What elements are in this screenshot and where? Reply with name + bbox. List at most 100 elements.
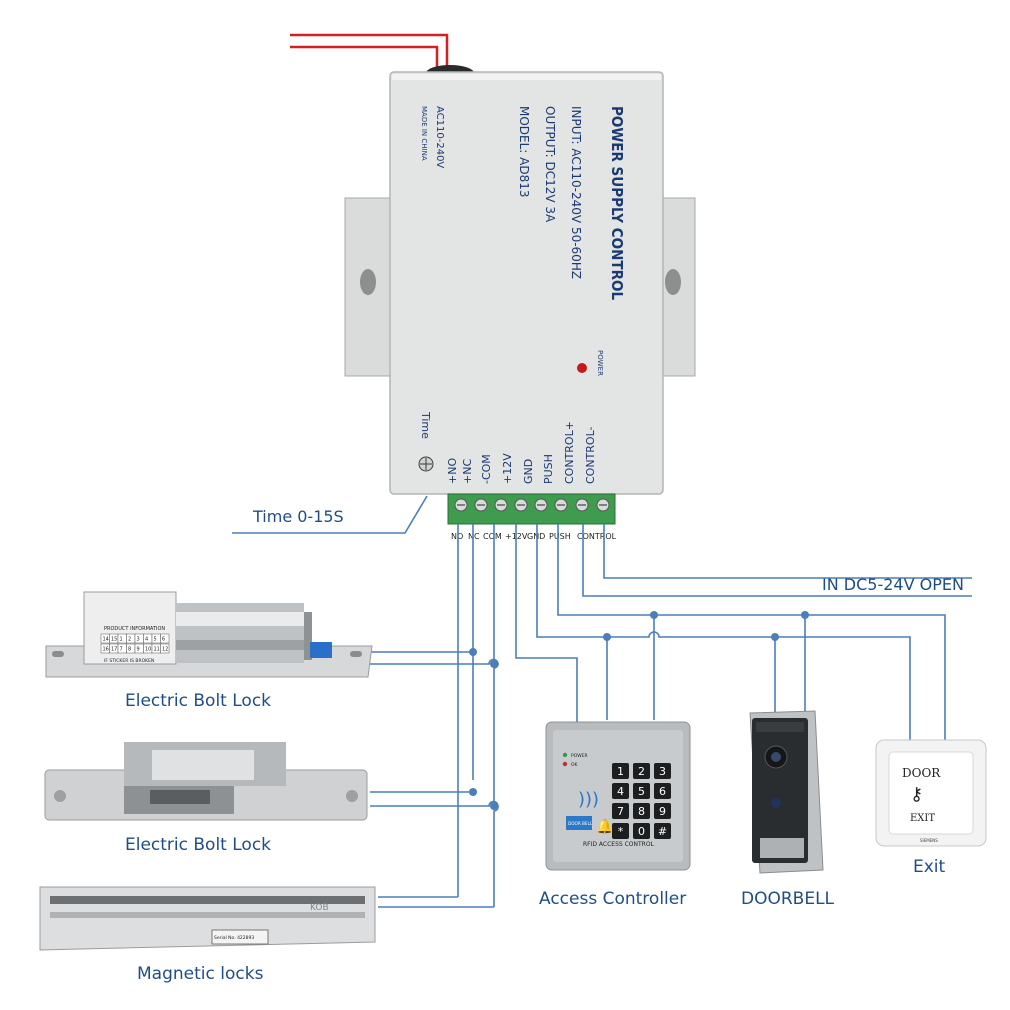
exit-brand: SIEMENS <box>920 838 938 843</box>
keypad-key-label: 6 <box>659 785 666 798</box>
doorbell-unit <box>749 710 824 874</box>
terminal-label: GND <box>527 532 545 541</box>
sticker-cell: 3 <box>137 637 140 643</box>
terminal-screws <box>454 498 610 512</box>
keypad-key[interactable] <box>633 763 650 779</box>
junction-dot <box>490 660 498 668</box>
terminal-legend-item: CONTROL+ <box>563 421 576 484</box>
keypad-key[interactable] <box>612 823 629 839</box>
terminal-legend-item: +12V <box>501 453 514 484</box>
supply-output: OUTPUT: DC12V 3A <box>543 106 557 223</box>
sticker-cell: 14 <box>103 637 109 643</box>
doorbell-key[interactable] <box>566 816 592 830</box>
exit-button: DOOR ⚷ EXIT SIEMENS <box>875 739 987 847</box>
supply-voltage-note: AC110-240V <box>434 106 445 168</box>
terminal-legend-item: PUSH <box>542 454 555 484</box>
terminal-legend-item: +NO <box>446 458 459 484</box>
terminal-legend-item: CONTROL- <box>584 426 597 484</box>
keypad-key-label: # <box>658 825 667 838</box>
keypad-key-label: 4 <box>617 785 624 798</box>
keypad-key-label: * <box>618 825 624 838</box>
sticker-cell: 4 <box>145 637 148 643</box>
magnetic-brand: KOB <box>310 903 329 913</box>
exit-door-label: DOOR <box>902 766 941 780</box>
keypad-key[interactable] <box>654 823 671 839</box>
doorbell-key-label: DOOR BELL <box>568 821 593 826</box>
exit-label: Exit <box>913 857 946 877</box>
keypad-key[interactable] <box>612 803 629 819</box>
terminal-legend-item: GND <box>522 459 535 484</box>
keyhole-slot <box>665 269 681 295</box>
key-icon: ⚷ <box>910 784 923 805</box>
junction-dot <box>469 648 477 656</box>
magnetic-lock-label: Magnetic locks <box>137 964 264 984</box>
power-supply-unit: POWER SUPPLY CONTROL INPUT: AC110-240V 5… <box>290 33 696 541</box>
exit-exit-label: EXIT <box>910 813 935 824</box>
power-led-label: POWER <box>596 350 604 376</box>
rfid-icon: ))) <box>578 789 599 810</box>
terminal-block <box>447 493 616 525</box>
keypad-key-label: 7 <box>617 805 624 818</box>
junction-dot <box>469 788 477 796</box>
keypad-key-label: 2 <box>638 765 645 778</box>
keypad-key[interactable] <box>654 763 671 779</box>
bolt-lock-2-label: Electric Bolt Lock <box>125 835 271 855</box>
time-knob-label: Time <box>419 411 432 439</box>
sticker-cell: 5 <box>154 637 157 643</box>
sticker-cell: 6 <box>162 637 165 643</box>
terminal-legend-item: +NC <box>461 459 474 484</box>
time-callout-label: Time 0-15S <box>252 507 344 526</box>
wiring <box>370 524 972 908</box>
sticker-cell: 7 <box>120 647 123 653</box>
terminal-label: PUSH <box>549 532 571 541</box>
electric-bolt-lock-2 <box>44 742 368 821</box>
control-callout: IN DC5-24V OPEN <box>603 524 972 594</box>
power-wire <box>290 45 439 70</box>
terminal-legend-item: -COM <box>480 454 493 484</box>
magnetic-lock: KOB Serial No. 422893 <box>39 886 376 951</box>
junction-dot <box>490 802 498 810</box>
power-wire <box>290 33 449 70</box>
keypad-key[interactable] <box>654 803 671 819</box>
keypad-key[interactable] <box>633 823 650 839</box>
keyhole-slot <box>360 269 376 295</box>
junction-dot <box>801 611 809 619</box>
sticker-cell: 10 <box>145 647 151 653</box>
keypad-key-label: 0 <box>638 825 645 838</box>
sticker-cell: 15 <box>111 637 117 643</box>
keypad-key[interactable] <box>633 783 650 799</box>
terminal-connector <box>310 642 332 658</box>
magnetic-serial: Serial No. 422893 <box>214 935 254 941</box>
keypad-key[interactable] <box>633 803 650 819</box>
keypad-key[interactable] <box>612 763 629 779</box>
junction-dot <box>771 633 779 641</box>
doorbell-label: DOORBELL <box>741 889 835 909</box>
supply-model: MODEL: AD813 <box>517 106 531 198</box>
supply-made-in: MADE IN CHINA <box>420 106 428 161</box>
terminal-label: NO <box>451 532 463 541</box>
terminal-label: NC <box>468 532 480 541</box>
keypad-key-label: 3 <box>659 765 666 778</box>
control-callout-label: IN DC5-24V OPEN <box>822 575 964 594</box>
keypad-key-label: 9 <box>659 805 666 818</box>
terminal-label: COM <box>483 532 502 541</box>
keypad-key[interactable] <box>654 783 671 799</box>
sticker-cell: 8 <box>128 647 131 653</box>
bell-icon: 🔔 <box>596 818 613 835</box>
terminal-label: CONTROL <box>577 532 617 541</box>
sticker-cell: 9 <box>137 647 140 653</box>
sticker-header: PRODUCT INFORMATION <box>104 626 165 632</box>
sticker-cell: 17 <box>111 647 117 653</box>
sticker-cell: 11 <box>154 647 160 653</box>
keypad-key-label: 8 <box>638 805 645 818</box>
terminal-legend: +NO+NC -COM +12V GND PUSH CONTROL+ CONTROL- <box>446 421 597 484</box>
bolt-lock-1-label: Electric Bolt Lock <box>125 691 271 711</box>
keypad-key[interactable] <box>612 783 629 799</box>
sticker-cell: 1 <box>120 637 123 643</box>
sticker-cell: 2 <box>128 637 131 643</box>
junction-dot <box>603 633 611 641</box>
sticker-cell: 16 <box>103 647 109 653</box>
keypad-key-label: 1 <box>617 765 624 778</box>
